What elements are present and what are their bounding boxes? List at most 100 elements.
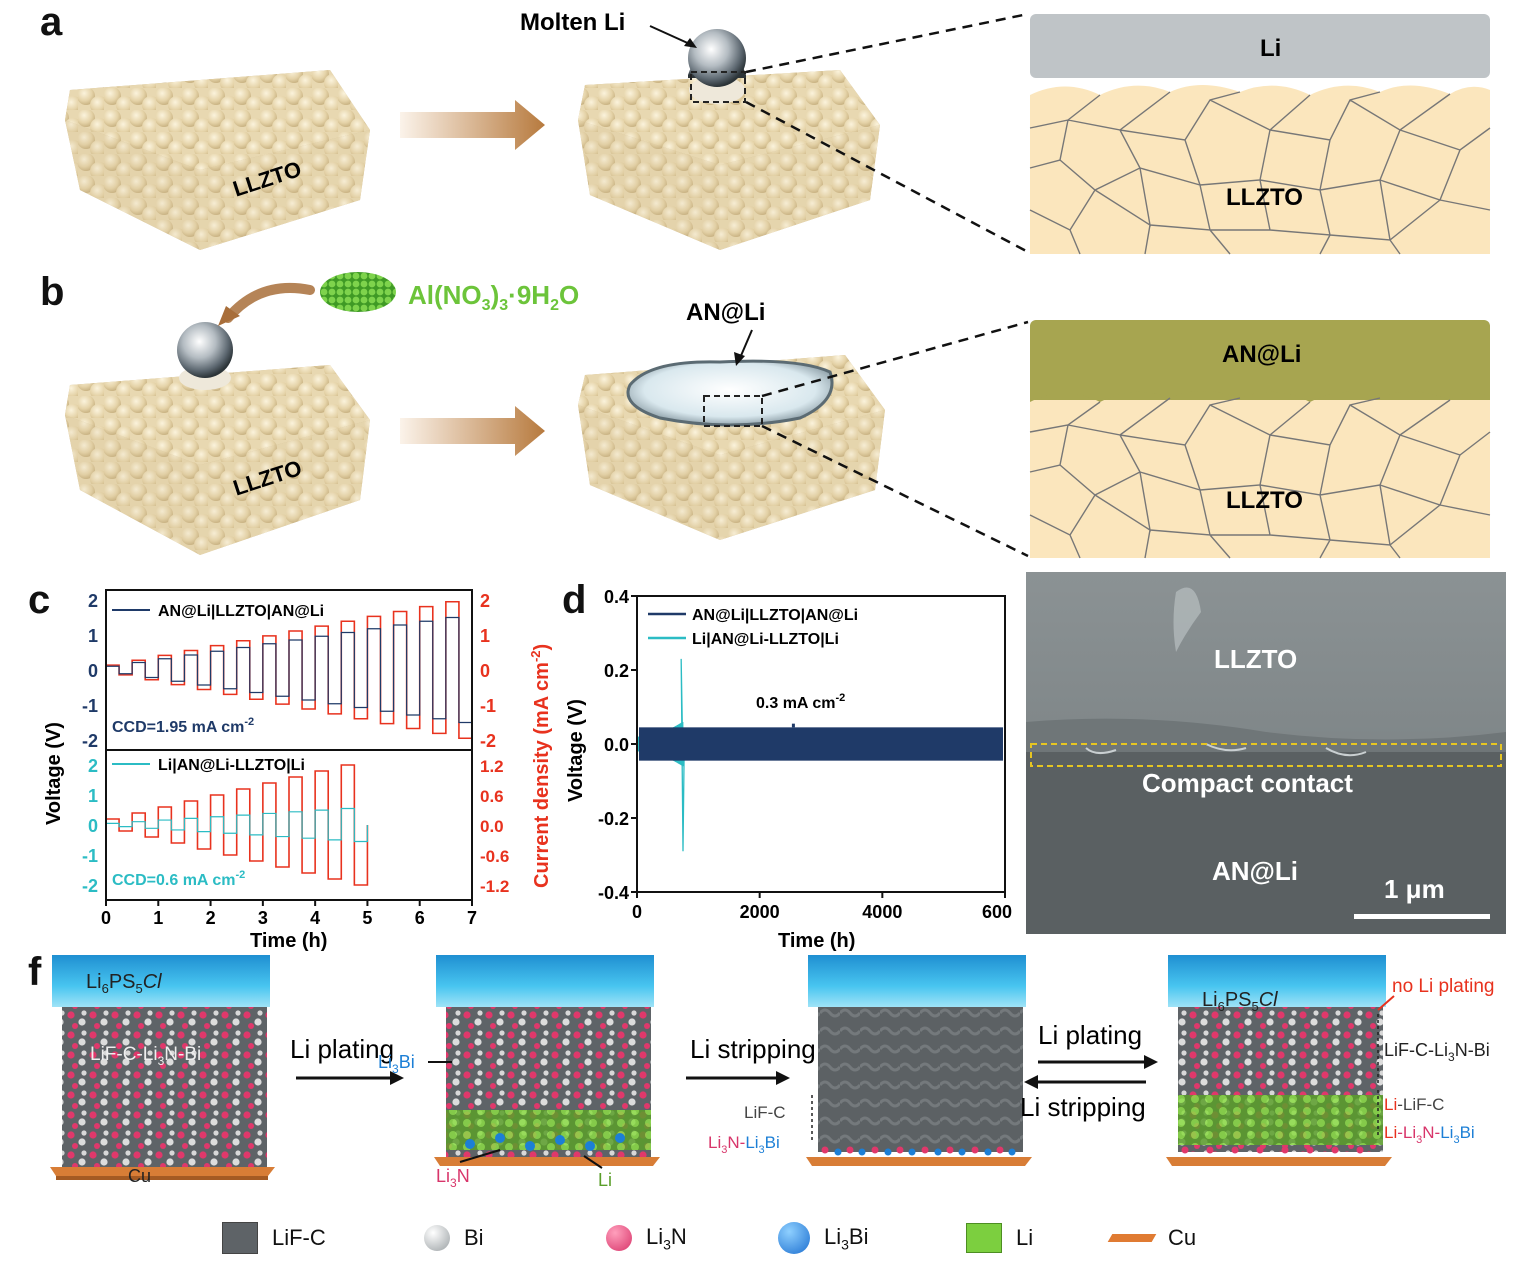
f-li3bi-label: Li3Bi	[378, 1052, 415, 1076]
chart-c-bottom-ytick: 0	[88, 816, 98, 836]
chart-c-ylabel-right: Current density (mA cm-2)	[528, 644, 553, 888]
chart-c-top-right-ytick: 2	[480, 591, 490, 611]
f-block-1	[50, 955, 275, 1180]
f-right-stack-label: LiF-C-Li3N-Bi	[1384, 1040, 1490, 1064]
chart-c-top-ccd: CCD=1.95 mA cm-2	[112, 716, 254, 736]
chart-d-legend2: Li|AN@Li-LLZTO|Li	[692, 631, 839, 648]
chart-c-bottom-right-ytick: 1.2	[480, 757, 504, 776]
llzto-block-b1	[65, 365, 370, 555]
anli-label-b: AN@Li	[686, 299, 765, 326]
llzto-block-a2	[578, 70, 880, 250]
legend-cu-label: Cu	[1168, 1225, 1197, 1250]
chart-c-xtick: 4	[310, 908, 320, 928]
zoom-box-b	[703, 395, 763, 427]
chart-c-xtick: 5	[362, 908, 372, 928]
legend-li3n: Li3N	[606, 1218, 687, 1258]
chart-c-bottom-right-ytick: -0.6	[480, 847, 509, 866]
chart-c-bottom-legend: Li|AN@Li-LLZTO|Li	[158, 757, 305, 774]
chart-c-top-ytick: -1	[82, 696, 98, 716]
chart-c-top-voltage-trace	[105, 616, 473, 724]
chart-d-xlabel: Time (h)	[778, 930, 855, 952]
f-block-2	[434, 955, 660, 1166]
legend-lifc: LiF-C	[222, 1218, 326, 1258]
chart-c-xlabel: Time (h)	[250, 930, 327, 952]
zoom-box-a	[690, 71, 746, 103]
chart-c-top-ytick: 1	[88, 626, 98, 646]
f-block-3	[806, 955, 1032, 1166]
sem-anli-label: AN@Li	[1212, 856, 1299, 886]
panel-letter-c: c	[28, 578, 51, 622]
chart-d-ytick: 0.4	[604, 587, 629, 607]
f-arrow-label-1: Li plating	[290, 1034, 394, 1064]
cross-section-a: Li LLZTO	[1029, 14, 1491, 255]
molten-li-label: Molten Li	[520, 9, 625, 36]
cross-a-llzto-label: LLZTO	[1226, 184, 1303, 211]
chart-c-xtick: 1	[153, 908, 163, 928]
legend-bi: Bi	[424, 1218, 484, 1258]
chart-d-annotation: 0.3 mA cm-2	[756, 692, 845, 712]
schematic-f: Li6PS5Cl LiF-C-Li3N-Bi Cu Li plating Li3…	[50, 955, 1494, 1190]
cross-b-llzto-label: LLZTO	[1226, 487, 1303, 514]
panel-letter-f: f	[28, 950, 42, 994]
cross-section-b: AN@Li LLZTO	[1029, 320, 1491, 559]
li-swatch-icon	[966, 1223, 1002, 1253]
chart-d-ytick: -0.4	[598, 883, 629, 903]
chart-c-xtick: 6	[415, 908, 425, 928]
li3bi-sphere-icon	[778, 1222, 810, 1254]
chart-c-top-right-ytick: -2	[480, 731, 496, 751]
chart-c-bottom-ytick: -1	[82, 846, 98, 866]
panel-letter-b: b	[40, 270, 65, 314]
legend-cu: Cu	[1107, 1218, 1197, 1258]
lifc-swatch-icon	[222, 1222, 258, 1254]
chart-c-bottom-voltage-trace	[105, 807, 369, 843]
legend-li-label: Li	[1016, 1225, 1034, 1250]
sem-compact-contact-label: Compact contact	[1142, 768, 1353, 798]
chart-c-top-legend: AN@Li|LLZTO|AN@Li	[158, 603, 324, 620]
panel-letter-d: d	[562, 578, 587, 622]
chart-c-top-ytick: 2	[88, 591, 98, 611]
llzto-block-a1	[65, 70, 370, 250]
chart-c-bottom-right-ytick: 0.0	[480, 817, 504, 836]
chart-c-bottom-ytick: 1	[88, 786, 98, 806]
reagent-beads	[320, 272, 396, 312]
chart-d-ylabel: Voltage (V)	[565, 699, 587, 802]
chart-d-xtick: 2000	[740, 902, 780, 922]
chart-c-bottom-ytick: -2	[82, 876, 98, 896]
anli-pool	[626, 359, 834, 427]
li3n-sphere-icon	[606, 1225, 632, 1251]
f-arrow-label-3a: Li plating	[1038, 1020, 1142, 1050]
chart-c-xtick: 3	[258, 908, 268, 928]
reagent-label: Al(NO3)3·9H2O	[408, 280, 579, 314]
f-right-li-li3n-label: Li-Li3N-Li3Bi	[1384, 1123, 1475, 1146]
f-lpsc-1: Li6PS5Cl	[86, 971, 162, 996]
chart-c-bottom-ccd: CCD=0.6 mA cm-2	[112, 869, 245, 889]
chart-c-xtick: 7	[467, 908, 477, 928]
f-stack-label-1: LiF-C-Li3N-Bi	[90, 1044, 201, 1068]
schematic-ab: LLZTO Molten Li Li LLZTO LLZTO	[65, 9, 1491, 559]
f-lifc-label: LiF-C	[744, 1103, 786, 1122]
chart-c-bottom-ytick: 2	[88, 756, 98, 776]
legend-li3bi-label: Li3Bi	[824, 1223, 869, 1253]
cu-sheet-icon	[1107, 1234, 1157, 1242]
process-arrow-b	[400, 406, 545, 456]
f-cu-label: Cu	[128, 1166, 151, 1186]
chart-c-ylabel-left: Voltage (V)	[43, 722, 65, 825]
chart-c-xtick: 2	[206, 908, 216, 928]
process-arrow-a	[400, 100, 545, 150]
f-block-4	[1166, 955, 1392, 1166]
chart-c-bottom-frame	[105, 749, 473, 901]
legend-lifc-label: LiF-C	[272, 1225, 326, 1250]
f-li3n-li3bi-label: Li3N-Li3Bi	[708, 1133, 780, 1156]
chart-d-legend1: AN@Li|LLZTO|AN@Li	[692, 607, 858, 624]
li-droplet-b	[177, 322, 233, 378]
sem-image: LLZTO Compact contact AN@Li 1 μm	[1026, 572, 1506, 934]
cross-a-li-label: Li	[1260, 35, 1281, 62]
chart-d-xtick: 600	[982, 902, 1012, 922]
legend-li: Li	[966, 1218, 1033, 1258]
legend-li3n-label: Li3N	[646, 1223, 687, 1253]
chart-d-xtick: 0	[632, 902, 642, 922]
chart-d-navy-trace	[639, 727, 1003, 761]
chart-d-ytick: 0.0	[604, 735, 629, 755]
